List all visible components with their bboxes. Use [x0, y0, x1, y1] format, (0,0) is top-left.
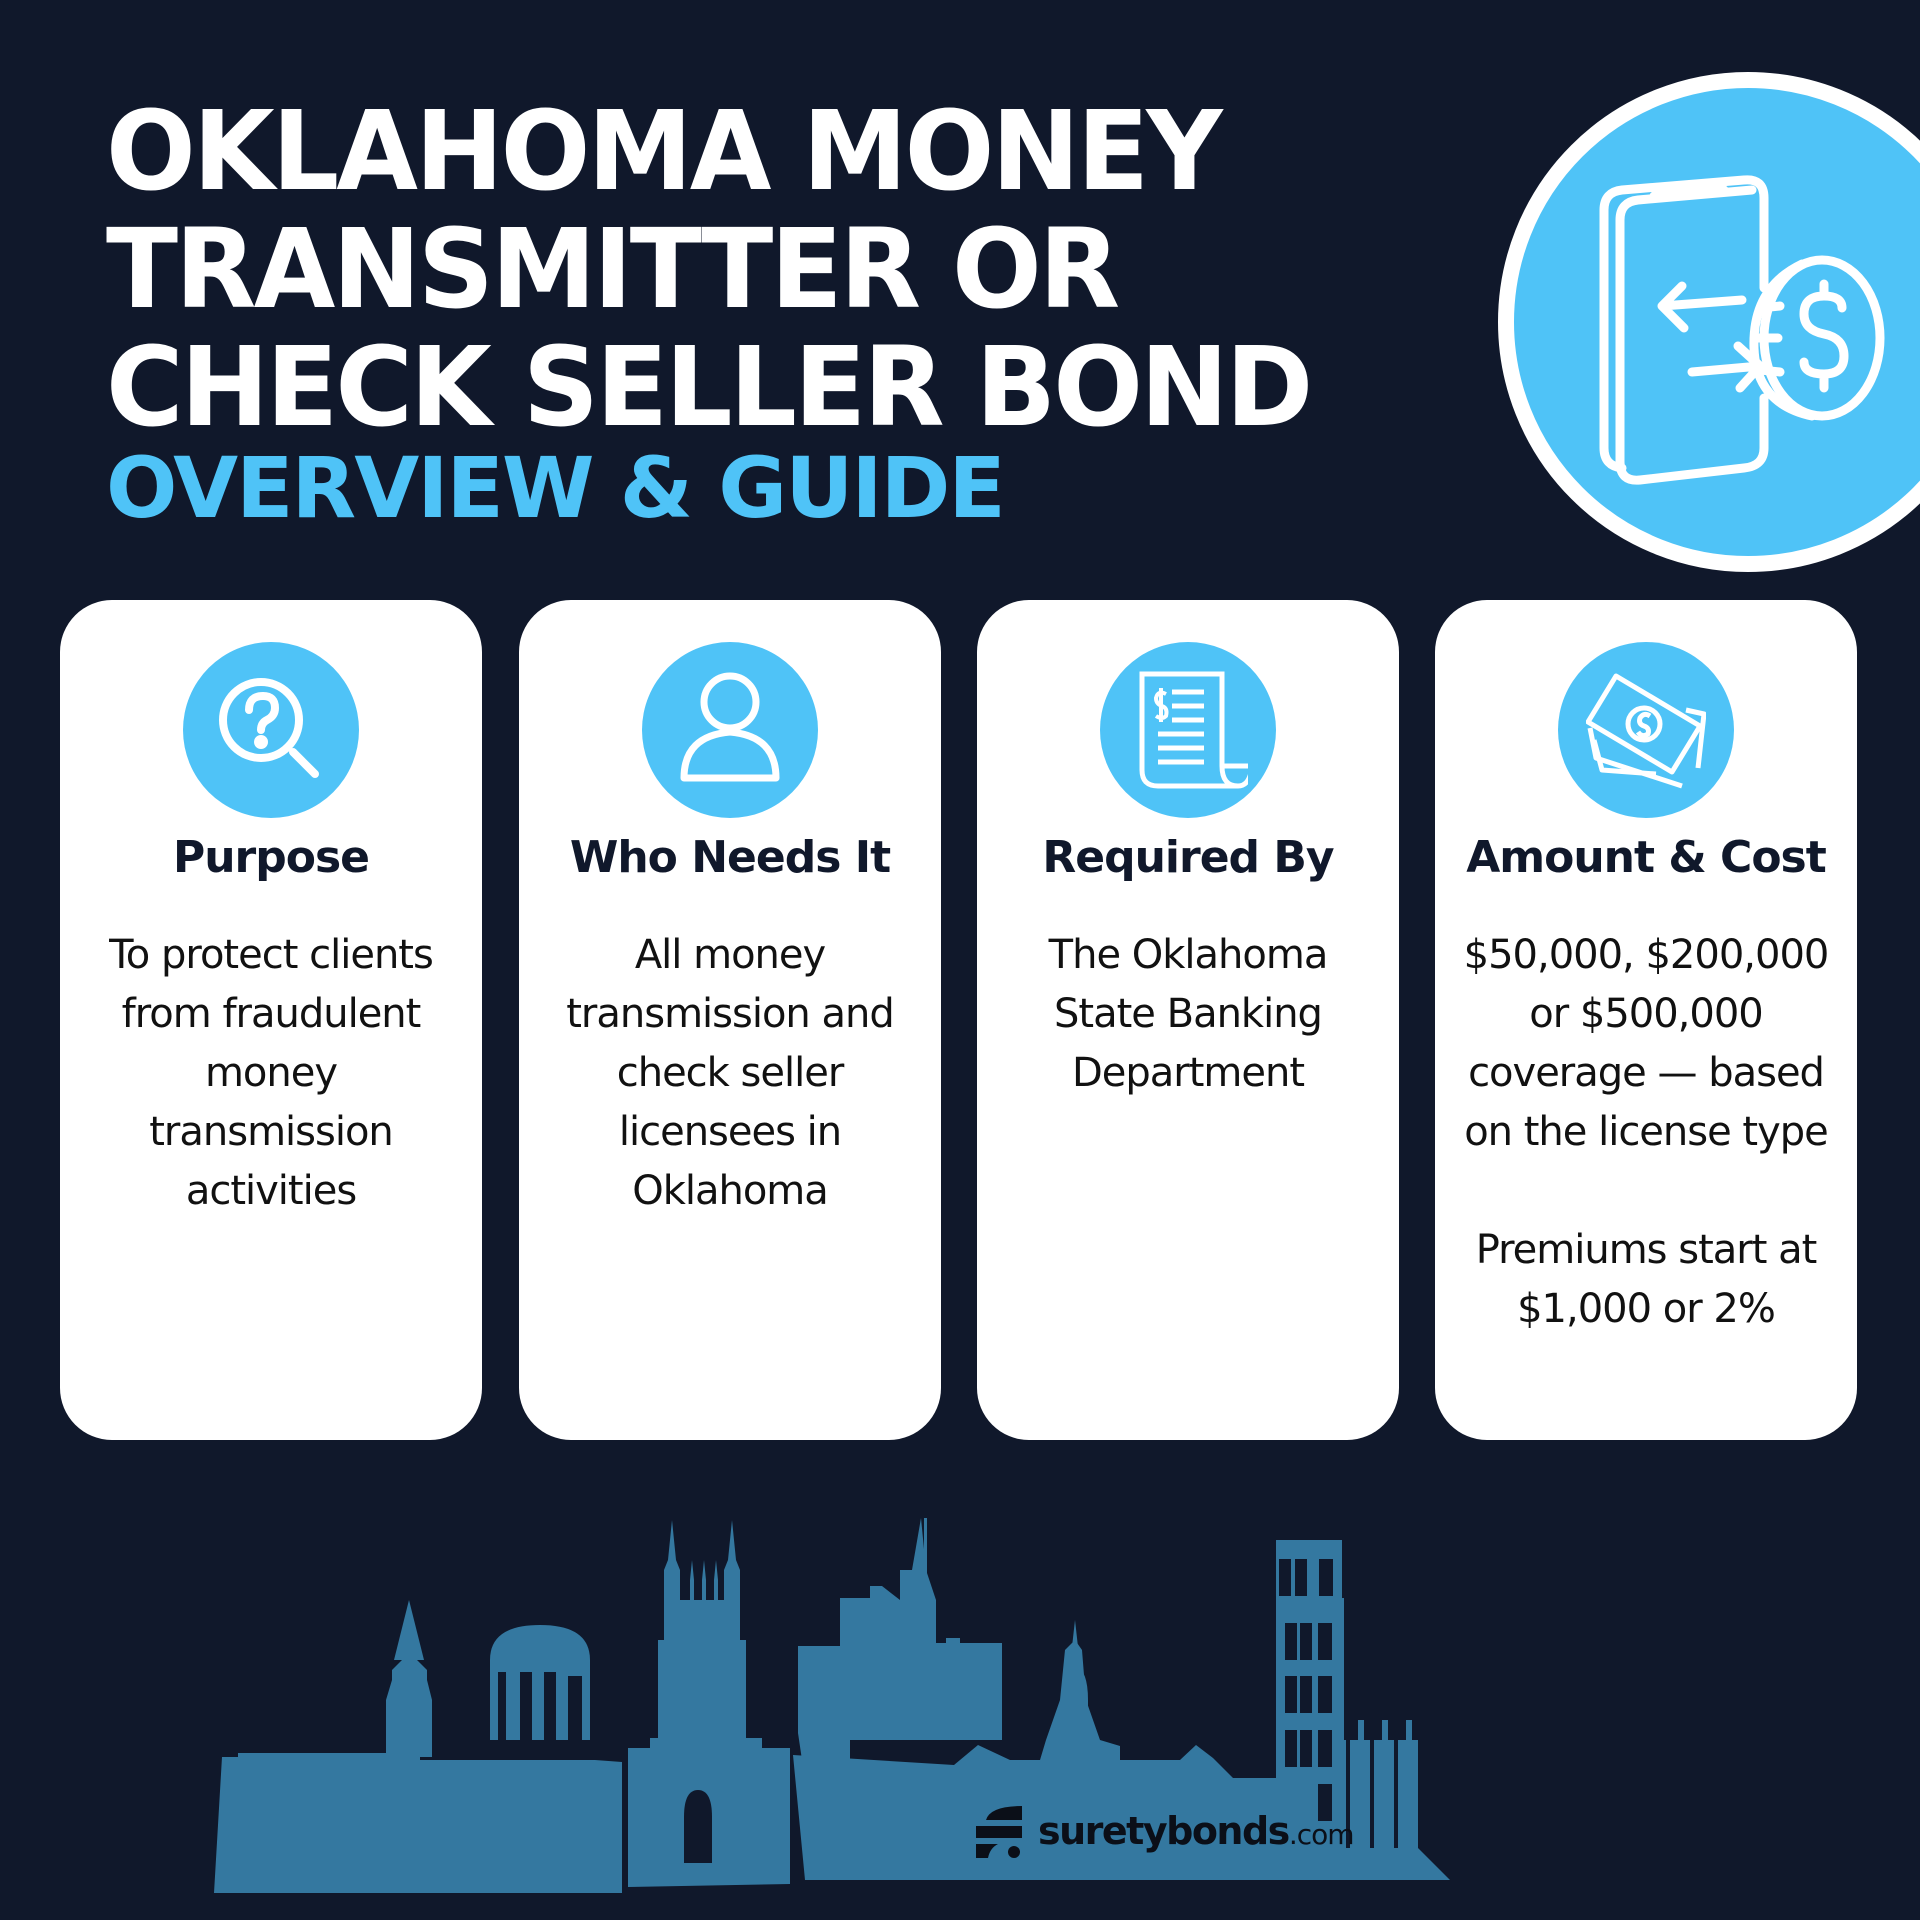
invoice-document-icon — [1139, 671, 1248, 789]
title-line-2: TRANSMITTER OR — [106, 205, 1120, 333]
info-cards: Purpose To protect clients from fraudule… — [60, 600, 1860, 1440]
card-icon-circle — [1558, 642, 1734, 818]
card-purpose: Purpose To protect clients from fraudule… — [60, 600, 482, 1440]
card-body: All money transmission and check seller … — [519, 926, 941, 1221]
person-icon — [680, 672, 780, 782]
card-icon-circle — [1100, 642, 1276, 818]
card-who-needs-it: Who Needs It All money transmission and … — [519, 600, 941, 1440]
page-title: OKLAHOMA MONEY TRANSMITTER OR CHECK SELL… — [106, 87, 1313, 451]
card-title: Required By — [1042, 832, 1334, 883]
page-subtitle: OVERVIEW & GUIDE — [106, 439, 1006, 537]
card-body: To protect clients from fraudulent money… — [60, 926, 482, 1221]
money-bills-icon — [1586, 673, 1706, 789]
title-line-1: OKLAHOMA MONEY — [106, 87, 1223, 215]
title-line-3: CHECK SELLER BOND — [106, 323, 1313, 451]
suretybonds-logo-mark-icon — [976, 1806, 1022, 1858]
card-title: Purpose — [172, 832, 370, 883]
card-title: Who Needs It — [569, 832, 891, 883]
suretybonds-logo[interactable]: suretybonds.com — [976, 1804, 1355, 1858]
card-amount-cost: Amount & Cost $50,000, $200,000 or $500,… — [1435, 600, 1857, 1440]
card-required-by: Required By The Oklahoma State Banking D… — [977, 600, 1399, 1440]
card-icon-circle — [642, 642, 818, 818]
card-body: $50,000, $200,000 or $500,000 coverage —… — [1435, 926, 1857, 1339]
card-paragraph: Premiums start at $1,000 or 2% — [1475, 1227, 1818, 1332]
card-paragraph: The Oklahoma State Banking Department — [1048, 932, 1329, 1096]
hero-badge — [1498, 72, 1920, 572]
logo-wordmark: suretybonds.com — [1038, 1809, 1355, 1853]
card-paragraph: To protect clients from fraudulent money… — [109, 932, 434, 1214]
logo-name: suretybonds — [1038, 1809, 1290, 1853]
card-icon-circle — [183, 642, 359, 818]
magnifier-question-icon — [219, 678, 319, 778]
oklahoma-city-skyline — [214, 1518, 1450, 1893]
card-body: The Oklahoma State Banking Department — [977, 926, 1399, 1103]
card-title: Amount & Cost — [1466, 832, 1827, 883]
logo-tld: .com — [1288, 1818, 1355, 1851]
card-paragraph: $50,000, $200,000 or $500,000 coverage —… — [1463, 932, 1830, 1155]
phone-money-transfer-icon — [1599, 175, 1885, 485]
card-paragraph: All money transmission and check seller … — [566, 932, 895, 1214]
